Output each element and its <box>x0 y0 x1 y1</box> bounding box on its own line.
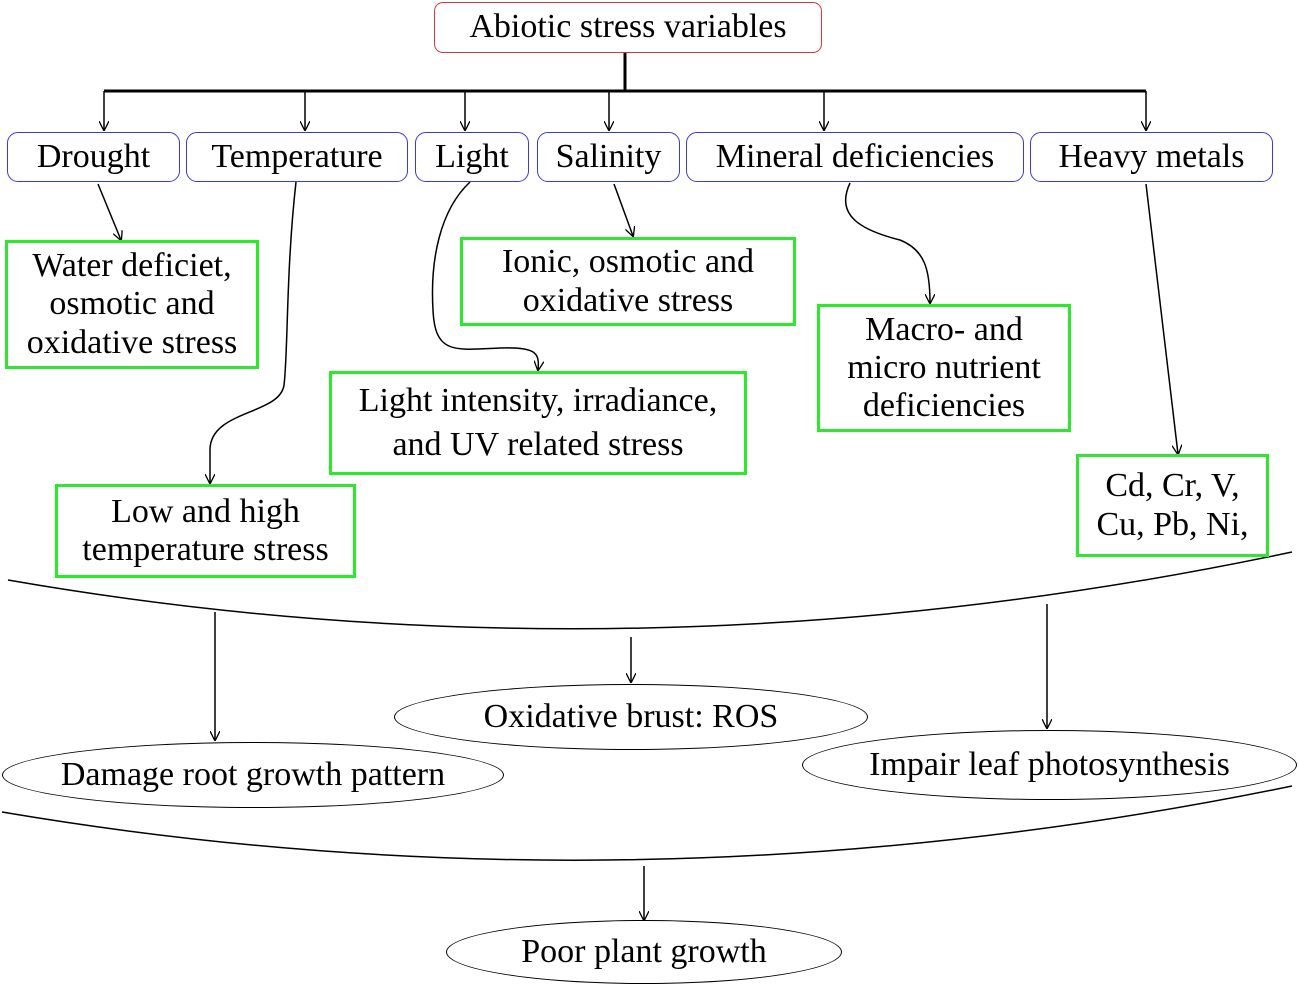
root-node: Abiotic stress variables <box>434 2 822 53</box>
outcome-oxidative-label: Oxidative brust: ROS <box>483 698 779 735</box>
root-label: Abiotic stress variables <box>469 8 787 46</box>
effect-heavy-metals-line-1: Cd, Cr, V, <box>1105 467 1240 505</box>
effect-temperature: Low and high temperature stress <box>55 484 356 578</box>
lower-collector-arc <box>1 785 1293 861</box>
category-label-mineral: Mineral deficiencies <box>715 137 995 175</box>
outcome-leaf: Impair leaf photosynthesis <box>802 730 1297 800</box>
category-label-light: Light <box>435 137 509 175</box>
effect-salinity: Ionic, osmotic and oxidative stress <box>460 237 796 326</box>
arrow-light-effect <box>431 181 538 370</box>
effect-mineral-line-1: Macro- and <box>865 310 1023 348</box>
effect-heavy-metals-line-2: Cu, Pb, Ni, <box>1096 505 1249 543</box>
arrow-heavy-metals-effect <box>1145 183 1178 454</box>
category-mineral: Mineral deficiencies <box>686 132 1024 182</box>
outcome-root-damage-label: Damage root growth pattern <box>60 756 446 793</box>
category-label-temperature: Temperature <box>211 137 383 175</box>
arrow-salinity-effect <box>613 183 633 236</box>
effect-salinity-line-1: Ionic, osmotic and <box>501 243 755 281</box>
category-label-drought: Drought <box>36 137 151 175</box>
outcome-root-damage: Damage root growth pattern <box>2 742 504 808</box>
effect-heavy-metals: Cd, Cr, V, Cu, Pb, Ni, <box>1076 454 1269 557</box>
effect-temperature-line-2: temperature stress <box>82 531 329 568</box>
effect-mineral-line-3: deficiencies <box>862 387 1026 425</box>
outcome-oxidative: Oxidative brust: ROS <box>394 684 868 750</box>
effect-mineral-line-2: micro nutrient <box>847 348 1041 386</box>
upper-collector-arc <box>7 551 1293 630</box>
effect-light: Light intensity, irradiance, and UV rela… <box>329 371 747 475</box>
category-drought: Drought <box>7 132 180 182</box>
category-temperature: Temperature <box>186 132 408 182</box>
arrow-drought-effect <box>97 183 121 240</box>
effect-drought-line-1: Water deficiet, <box>32 247 232 285</box>
effect-mineral: Macro- and micro nutrient deficiencies <box>817 304 1071 432</box>
effect-light-line-1: Light intensity, irradiance, <box>358 381 718 419</box>
effect-drought-line-3: oxidative stress <box>26 323 238 361</box>
final-outcome-label: Poor plant growth <box>521 933 767 970</box>
outcome-leaf-label: Impair leaf photosynthesis <box>869 746 1230 783</box>
category-heavy-metals: Heavy metals <box>1030 132 1273 182</box>
category-salinity: Salinity <box>537 132 680 182</box>
effect-light-line-2: and UV related stress <box>392 426 684 463</box>
arrow-mineral-effect <box>844 182 930 303</box>
effect-drought-line-2: osmotic and <box>49 285 215 323</box>
effect-drought: Water deficiet, osmotic and oxidative st… <box>5 240 259 369</box>
effect-temperature-line-1: Low and high <box>111 492 300 530</box>
final-outcome: Poor plant growth <box>446 920 842 984</box>
category-label-salinity: Salinity <box>555 137 662 175</box>
category-label-heavy-metals: Heavy metals <box>1058 137 1245 175</box>
arrow-temperature-effect <box>210 181 297 483</box>
effect-salinity-line-2: oxidative stress <box>522 281 734 319</box>
category-light: Light <box>415 132 529 182</box>
